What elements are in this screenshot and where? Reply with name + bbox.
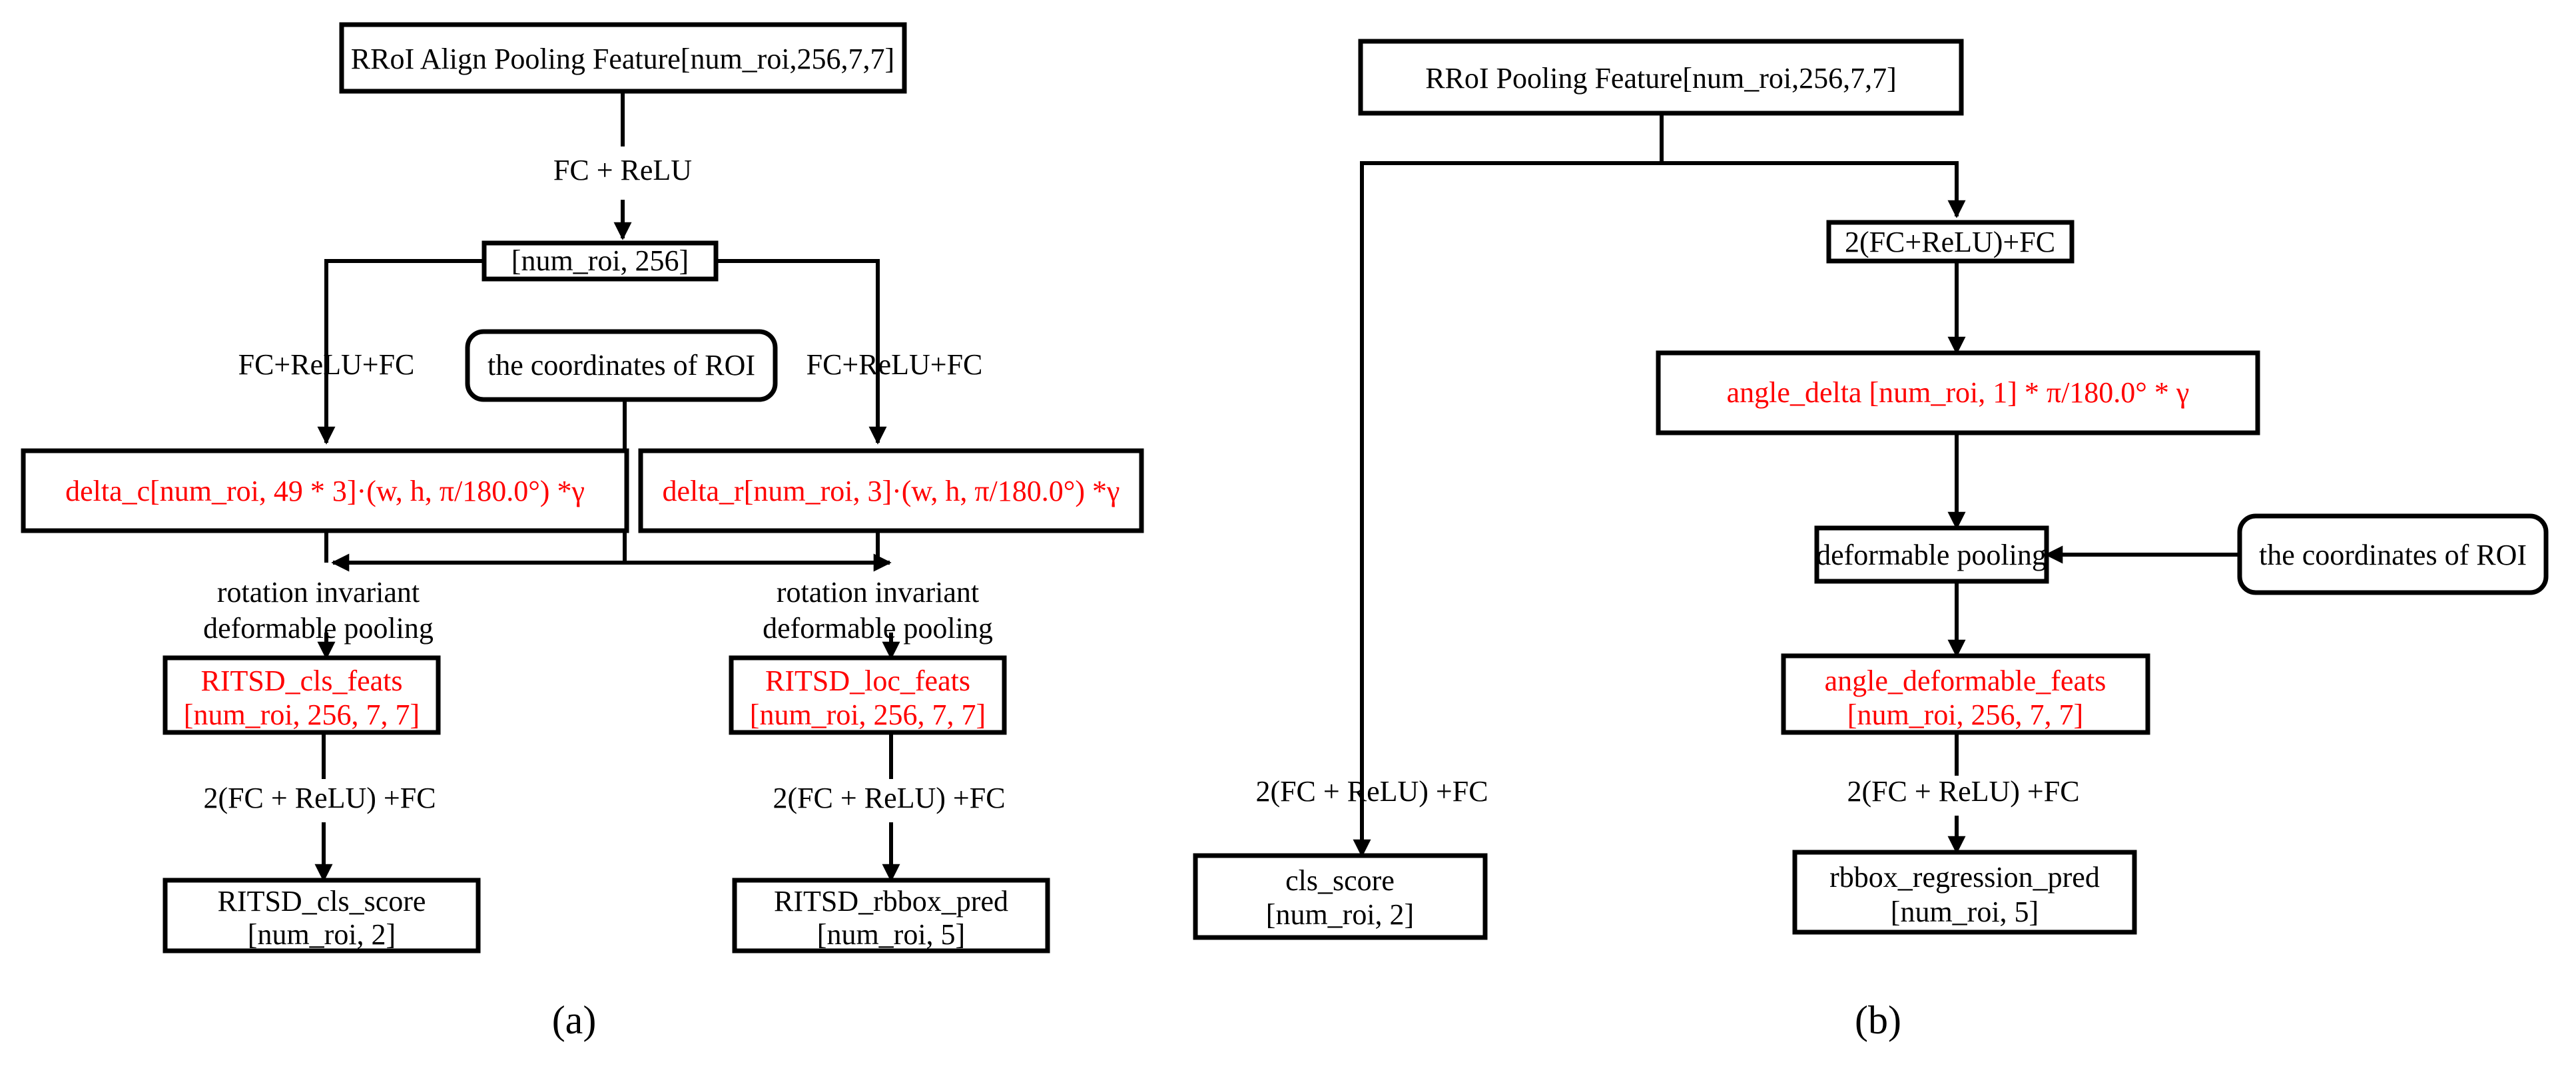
node-ritsd-cls-score-line2: [num_roi, 2] xyxy=(248,918,396,951)
node-coords-roi-a-label: the coordinates of ROI xyxy=(487,349,755,382)
node-delta-c: delta_c[num_roi, 49 * 3]·(w, h, π/180.0°… xyxy=(21,448,629,533)
node-fc2-b: 2(FC+ReLU)+FC xyxy=(1826,220,2075,264)
node-deformable-pooling: deformable pooling xyxy=(1814,525,2049,584)
node-ritsd-rbbox-pred-line2: [num_roi, 5] xyxy=(817,918,965,951)
node-ritsd-loc-feats-line2: [num_roi, 256, 7, 7] xyxy=(750,698,986,731)
edge-label-fc2-left: 2(FC + ReLU) +FC xyxy=(203,782,436,814)
node-angle-delta: angle_delta [num_roi, 1] * π/180.0° * γ xyxy=(1656,350,2260,435)
edge-label-fc2-right: 2(FC + ReLU) +FC xyxy=(773,782,1005,814)
panel-b-connectors xyxy=(1353,113,2240,858)
node-ritsd-cls-feats-line1: RITSD_cls_feats xyxy=(200,665,402,697)
node-cls-score-b-line1: cls_score xyxy=(1285,864,1395,897)
node-rbbox-regression-pred-line2: [num_roi, 5] xyxy=(1891,896,2039,928)
edge-label-fc-relu: FC + ReLU xyxy=(553,154,692,186)
node-ritsd-cls-score-line1: RITSD_cls_score xyxy=(218,885,426,918)
edge-label-rot-inv-left-1: rotation invariant xyxy=(217,576,420,609)
node-num-roi-256-label: [num_roi, 256] xyxy=(511,244,689,277)
node-angle-deformable-feats-line2: [num_roi, 256, 7, 7] xyxy=(1847,698,2083,731)
node-rroi-pooling-feature-label: RRoI Pooling Feature[num_roi,256,7,7] xyxy=(1425,62,1897,95)
node-ritsd-rbbox-pred-line1: RITSD_rbbox_pred xyxy=(774,885,1008,918)
node-ritsd-loc-feats-line1: RITSD_loc_feats xyxy=(765,665,970,697)
panel-b-label: (b) xyxy=(1855,998,1901,1042)
node-rbbox-regression-pred-line1: rbbox_regression_pred xyxy=(1829,861,2100,894)
edge-label-fc-relu-fc-right: FC+ReLU+FC xyxy=(806,348,983,381)
node-cls-score-b: cls_score [num_roi, 2] xyxy=(1193,853,1488,940)
node-ritsd-loc-feats: RITSD_loc_feats [num_roi, 256, 7, 7] xyxy=(729,655,1007,735)
node-rroi-align-feature: RRoI Align Pooling Feature[num_roi,256,7… xyxy=(339,22,907,94)
panel-a: FC + ReLU FC+ReLU+FC FC+ReLU+FC rotation… xyxy=(21,22,1144,1042)
node-delta-r: delta_r[num_roi, 3]·(w, h, π/180.0°) *γ xyxy=(638,448,1144,533)
panel-a-label: (a) xyxy=(552,998,597,1042)
node-fc2-b-label: 2(FC+ReLU)+FC xyxy=(1845,226,2055,258)
node-angle-delta-label: angle_delta [num_roi, 1] * π/180.0° * γ xyxy=(1727,376,2190,409)
edge-label-rot-inv-right-1: rotation invariant xyxy=(777,576,979,609)
node-rroi-align-feature-label: RRoI Align Pooling Feature[num_roi,256,7… xyxy=(351,43,894,75)
node-num-roi-256: [num_roi, 256] xyxy=(482,240,719,282)
node-angle-deformable-feats-line1: angle_deformable_feats xyxy=(1825,665,2106,697)
node-cls-score-b-line2: [num_roi, 2] xyxy=(1266,898,1414,931)
node-angle-deformable-feats: angle_deformable_feats [num_roi, 256, 7,… xyxy=(1781,653,2150,735)
node-coords-roi-a: the coordinates of ROI xyxy=(465,329,778,402)
node-delta-c-label: delta_c[num_roi, 49 * 3]·(w, h, π/180.0°… xyxy=(65,475,585,507)
edge-label-fc2-right-b: 2(FC + ReLU) +FC xyxy=(1847,775,2079,808)
edge-label-rot-inv-left-2: deformable pooling xyxy=(203,612,434,645)
node-rbbox-regression-pred: rbbox_regression_pred [num_roi, 5] xyxy=(1792,850,2137,935)
panel-b: 2(FC + ReLU) +FC 2(FC + ReLU) +FC RRoI P… xyxy=(1193,39,2549,1042)
edge-label-fc2-left-b: 2(FC + ReLU) +FC xyxy=(1255,775,1488,808)
node-ritsd-cls-feats: RITSD_cls_feats [num_roi, 256, 7, 7] xyxy=(162,655,441,735)
node-ritsd-cls-feats-line2: [num_roi, 256, 7, 7] xyxy=(184,698,420,731)
node-rroi-pooling-feature: RRoI Pooling Feature[num_roi,256,7,7] xyxy=(1358,39,1964,116)
node-coords-roi-b: the coordinates of ROI xyxy=(2237,513,2549,595)
node-delta-r-label: delta_r[num_roi, 3]·(w, h, π/180.0°) *γ xyxy=(663,475,1120,507)
edge-label-fc-relu-fc-left: FC+ReLU+FC xyxy=(238,348,415,381)
node-coords-roi-b-label: the coordinates of ROI xyxy=(2259,539,2527,571)
node-ritsd-cls-score: RITSD_cls_score [num_roi, 2] xyxy=(162,878,481,953)
edge-label-rot-inv-right-2: deformable pooling xyxy=(763,612,993,645)
node-deformable-pooling-label: deformable pooling xyxy=(1816,539,2047,571)
node-ritsd-rbbox-pred: RITSD_rbbox_pred [num_roi, 5] xyxy=(732,878,1050,953)
